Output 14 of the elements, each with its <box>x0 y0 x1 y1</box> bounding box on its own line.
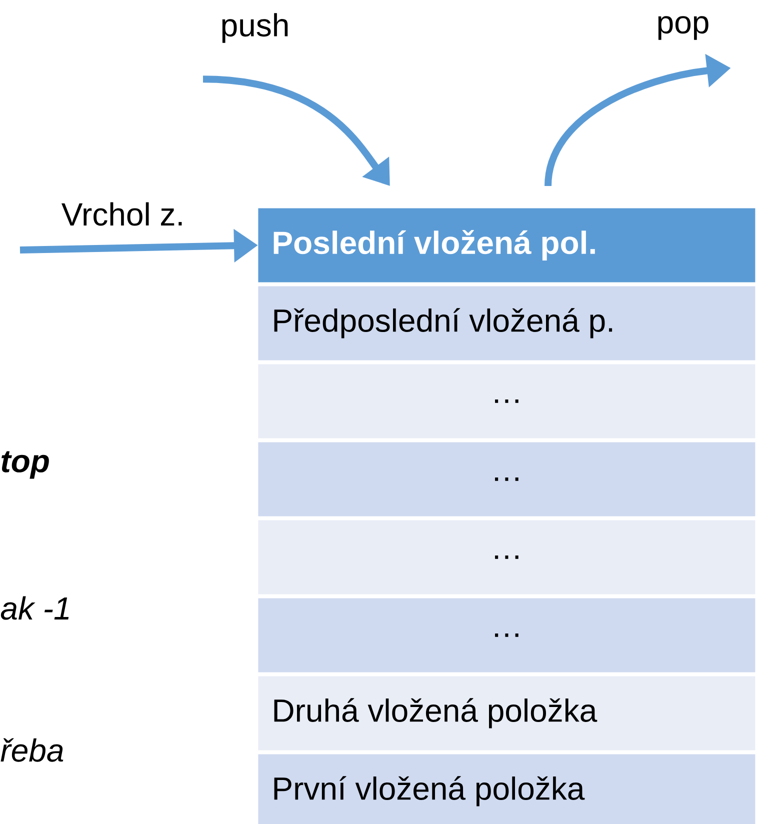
stack-row: … <box>258 598 756 672</box>
stack-row: … <box>258 442 756 516</box>
edge-label: Vrchol z. <box>62 202 182 226</box>
stack-row: … <box>258 520 756 594</box>
stack-row: Předposlední vložená p. <box>258 286 756 360</box>
side-note: ak -1 <box>0 596 69 620</box>
side-note: top <box>2 451 49 479</box>
stack-row: Druhá vložená položka <box>258 676 756 750</box>
side-note: řeba <box>0 738 64 762</box>
stack-row: … <box>258 364 756 438</box>
operation-label: pop <box>658 16 708 40</box>
operation-label: push <box>222 13 288 43</box>
top-row: Poslední vložená pol. <box>258 208 756 282</box>
stack-row: První vložená položka <box>258 754 756 824</box>
